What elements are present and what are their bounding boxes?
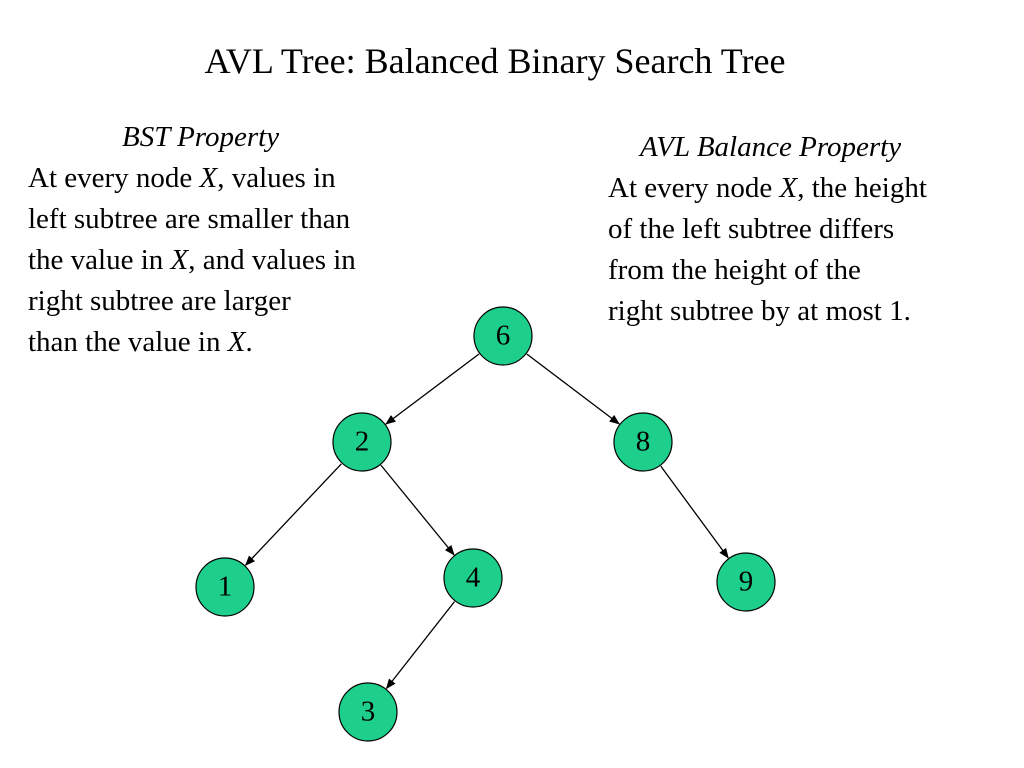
node-circle <box>613 412 673 472</box>
variable-x: X <box>779 172 798 204</box>
tree-node-4: 4 <box>443 548 503 608</box>
tree-node-3: 3 <box>338 682 398 742</box>
tree-node-1: 1 <box>195 557 255 617</box>
node-circle <box>473 306 533 366</box>
node-label: 9 <box>739 566 754 598</box>
node-circle <box>716 552 776 612</box>
text-line: At every node X, values in <box>28 162 336 194</box>
node-label: 3 <box>361 696 376 728</box>
node-label: 6 <box>496 320 511 352</box>
variable-x: X <box>170 244 189 276</box>
slide-title: AVL Tree: Balanced Binary Search Tree <box>204 41 786 81</box>
node-label: 4 <box>466 562 481 594</box>
edge-2-1 <box>244 463 342 566</box>
text-line: At every node X, the height <box>608 172 927 204</box>
bst-property-heading: BST Property <box>122 121 280 153</box>
text-line: than the value in X. <box>28 326 253 358</box>
node-circle <box>443 548 503 608</box>
tree-node-6: 6 <box>473 306 533 366</box>
avl-property-block: AVL Balance Property At every node X, th… <box>608 127 1008 332</box>
edge-6-8 <box>526 353 620 425</box>
text-line: the value in X, and values in <box>28 244 356 276</box>
node-circle <box>338 682 398 742</box>
text-line: from the height of the <box>608 254 861 286</box>
text-line: of the left subtree differs <box>608 213 895 245</box>
bst-property-block: BST Property At every node X, values in l… <box>28 117 428 363</box>
node-circle <box>195 557 255 617</box>
bst-property-text: At every node X, values in left subtree a… <box>28 158 428 363</box>
variable-x: X <box>227 326 246 358</box>
tree-node-8: 8 <box>613 412 673 472</box>
variable-x: X <box>199 162 218 194</box>
text-line: right subtree by at most 1. <box>608 295 911 327</box>
tree-node-9: 9 <box>716 552 776 612</box>
node-circle <box>332 412 392 472</box>
node-label: 2 <box>355 426 370 458</box>
edge-8-9 <box>660 465 729 559</box>
tree-node-2: 2 <box>332 412 392 472</box>
edge-2-4 <box>380 464 455 556</box>
avl-property-text: At every node X, the height of the left s… <box>608 168 1008 332</box>
node-label: 1 <box>218 571 233 603</box>
node-label: 8 <box>636 426 651 458</box>
text-line: left subtree are smaller than <box>28 203 351 235</box>
edge-4-3 <box>385 601 456 690</box>
text-line: right subtree are larger <box>28 285 291 317</box>
avl-property-heading: AVL Balance Property <box>640 131 902 163</box>
edge-6-2 <box>385 353 480 425</box>
